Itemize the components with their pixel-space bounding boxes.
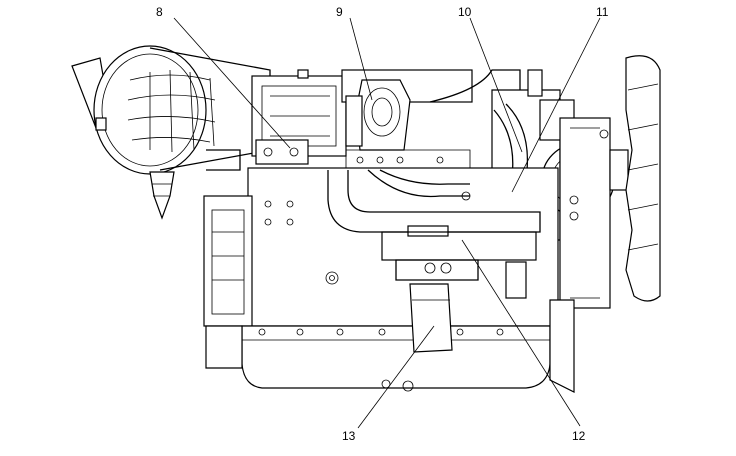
callout-13: 13 xyxy=(342,429,356,443)
leader-line-10 xyxy=(469,17,523,153)
leader-line-9 xyxy=(349,17,373,101)
callout-12: 12 xyxy=(572,429,586,443)
leader-line-11 xyxy=(511,17,601,193)
leader-line-13 xyxy=(357,325,435,429)
leader-lines xyxy=(173,17,601,429)
turbocharger xyxy=(345,79,471,171)
callout-8: 8 xyxy=(156,5,163,19)
callout-9: 9 xyxy=(336,5,343,19)
fan xyxy=(625,55,661,302)
leader-line-12 xyxy=(461,239,581,427)
callout-10: 10 xyxy=(458,5,472,19)
oil-pan xyxy=(205,299,575,393)
callout-11: 11 xyxy=(596,5,609,19)
exhaust-pipe xyxy=(327,169,541,233)
cylinder-block xyxy=(203,167,559,327)
air-cleaner xyxy=(71,45,271,220)
oil-filter xyxy=(409,283,453,353)
leader-line-8 xyxy=(173,17,291,149)
callout-labels: 8 9 10 11 12 13 xyxy=(156,5,609,443)
